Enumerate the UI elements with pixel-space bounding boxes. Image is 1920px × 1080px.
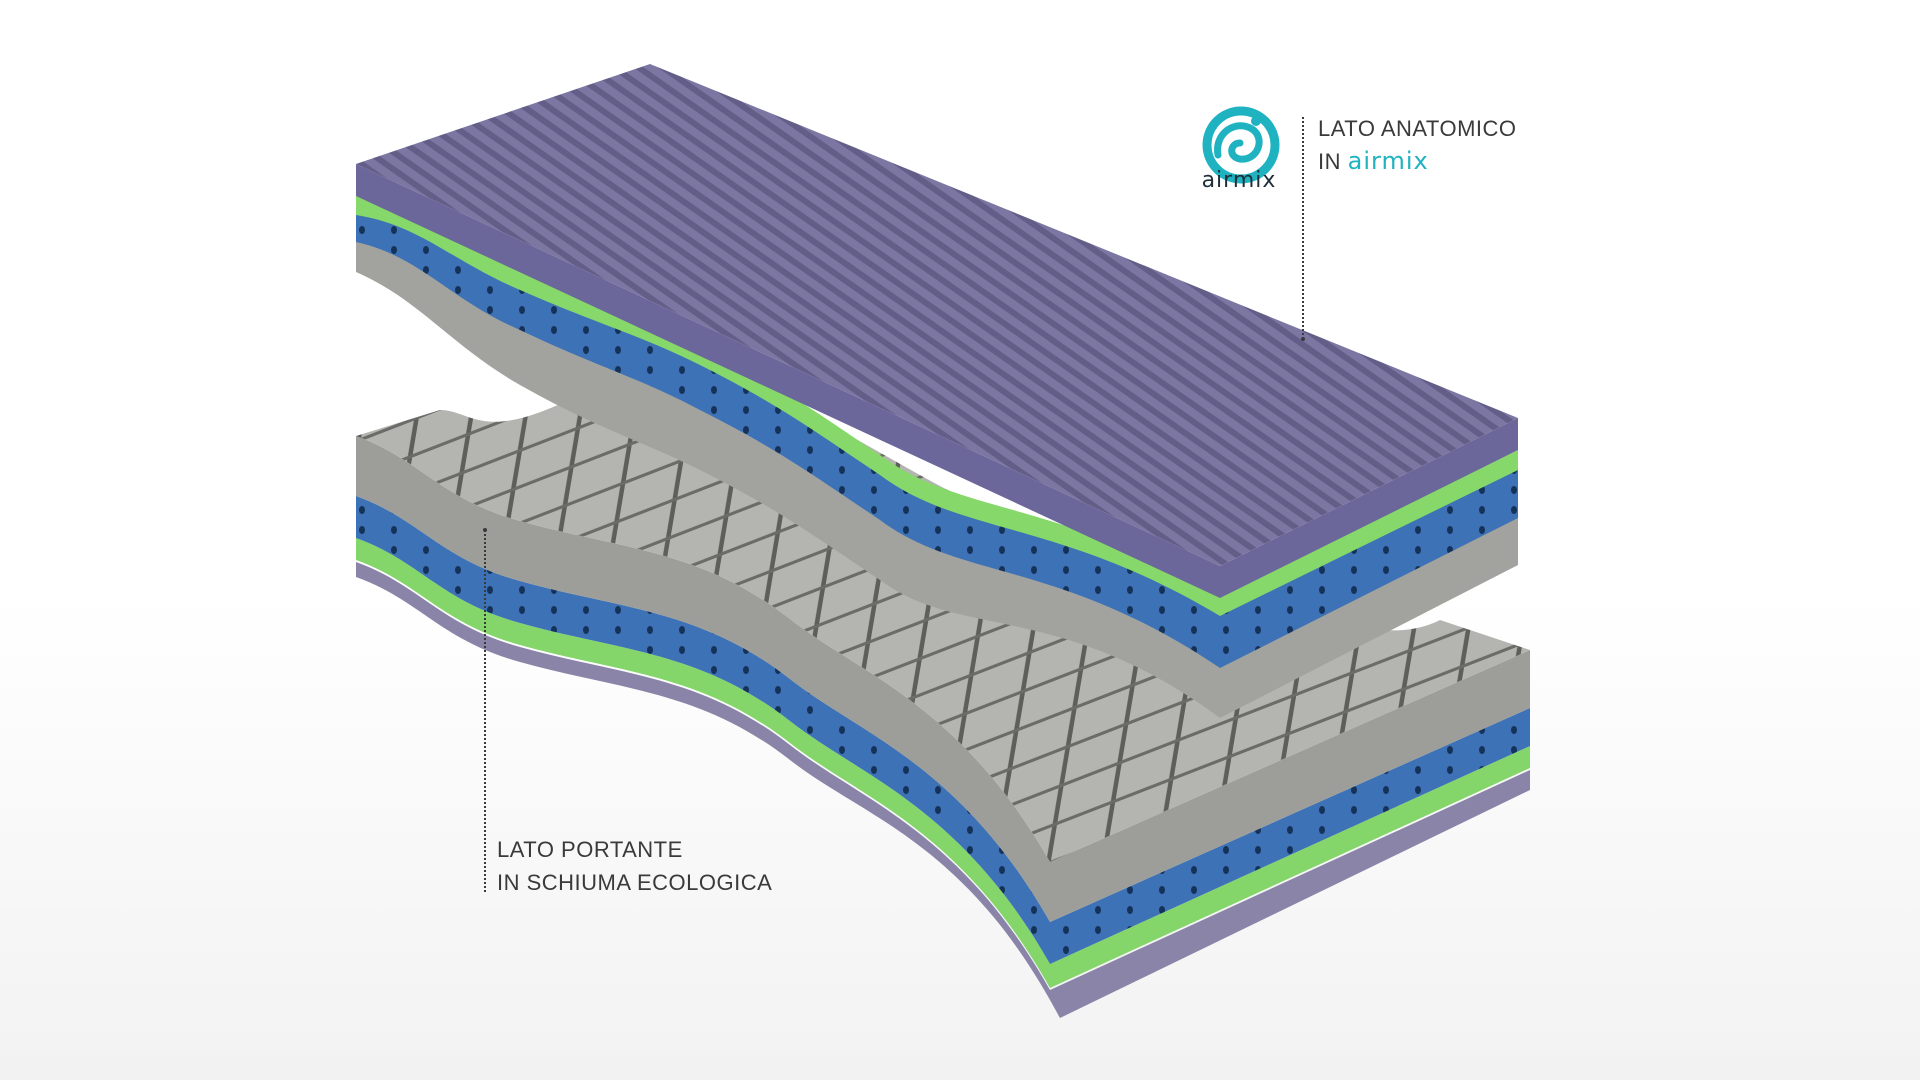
bottom-callout-line1: LATO PORTANTE (497, 837, 683, 862)
top-callout-line2: IN airmix (1318, 145, 1517, 178)
bottom-block-surface (356, 380, 1530, 862)
top-callout-prefix: IN (1318, 149, 1341, 174)
top-mattress (356, 64, 1518, 718)
bottom-mattress (356, 380, 1530, 1018)
airmix-swirl-icon (1202, 106, 1280, 184)
top-callout-line1: LATO ANATOMICO (1318, 116, 1517, 141)
top-ribbed-surface (356, 64, 1518, 566)
bottom-callout: LATO PORTANTE IN SCHIUMA ECOLOGICA (497, 833, 772, 899)
logo-wordmark: airmix (1201, 168, 1277, 193)
bottom-blue-layer (356, 496, 1530, 964)
bottom-gray-side (356, 436, 1530, 922)
top-callout-brand: airmix (1347, 147, 1429, 175)
bottom-leader-line (484, 530, 486, 892)
bottom-callout-line2: IN SCHIUMA ECOLOGICA (497, 870, 773, 895)
top-leader-line (1302, 117, 1304, 339)
top-callout: LATO ANATOMICO IN airmix (1318, 112, 1517, 178)
